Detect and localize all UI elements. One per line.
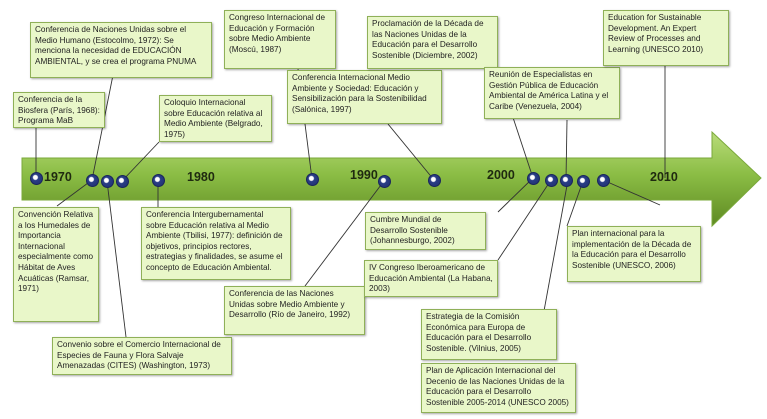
connector-venezuela [565, 119, 568, 181]
connector-habana [497, 179, 552, 261]
timeline-dot-2006[interactable] [597, 174, 610, 187]
event-text: Cumbre Mundial de Desarrollo Sostenible … [370, 215, 455, 246]
event-text: Coloquio Internacional sobre Educación r… [164, 98, 263, 139]
event-text: Reunión de Especialistas en Gestión Públ… [489, 70, 609, 111]
event-text: Convenio sobre el Comercio Internacional… [57, 340, 221, 371]
event-box-moscu-1987: Congreso Internacional de Educación y Fo… [224, 10, 336, 69]
year-1980: 1980 [187, 170, 215, 184]
year-2000: 2000 [487, 168, 515, 182]
event-box-estocolmo-1972: Conferencia de Naciones Unidas sobre el … [30, 22, 212, 78]
event-text: Plan de Aplicación Internacional del Dec… [426, 366, 569, 407]
event-text: IV Congreso Iberoamericano de Educación … [369, 263, 493, 294]
timeline-dot-2003[interactable] [545, 174, 558, 187]
event-text: Plan internacional para la implementació… [572, 229, 692, 270]
timeline-dot-1997[interactable] [428, 174, 441, 187]
event-box-venezuela-2004: Reunión de Especialistas en Gestión Públ… [484, 67, 620, 119]
timeline-dot-1975[interactable] [116, 175, 129, 188]
event-box-johannesburgo-2002: Cumbre Mundial de Desarrollo Sostenible … [365, 212, 486, 250]
event-box-belgrado-1975: Coloquio Internacional sobre Educación r… [159, 95, 272, 142]
event-box-proclamacion-2002: Proclamación de la Década de las Nacione… [367, 16, 498, 69]
event-box-biosfera-1968: Conferencia de la Biosfera (París, 1968)… [13, 92, 105, 128]
event-text: Conferencia de la Biosfera (París, 1968)… [18, 95, 100, 126]
timeline-dot-1973[interactable] [101, 175, 114, 188]
event-text: Conferencia de Naciones Unidas sobre el … [35, 25, 197, 66]
event-box-vilnius-2005: Estrategia de la Comisión Económica para… [421, 309, 557, 360]
event-box-unesco-2006: Plan internacional para la implementació… [567, 226, 701, 282]
event-text: Proclamación de la Década de las Nacione… [372, 19, 484, 60]
event-text: Convención Relativa a los Humedales de I… [18, 210, 94, 294]
connector-salonica [387, 123, 435, 181]
timeline-dot-1992[interactable] [378, 175, 391, 188]
timeline-dot-2002[interactable] [527, 172, 540, 185]
event-text: Congreso Internacional de Educación y Fo… [229, 13, 326, 54]
event-text: Conferencia Intergubernamental sobre Edu… [146, 210, 283, 272]
timeline-dot-2005[interactable] [577, 175, 590, 188]
timeline-dot-1971[interactable] [86, 174, 99, 187]
connector-johannesburgo [497, 177, 534, 213]
event-text: Conferencia de las Naciones Unidas sobre… [229, 289, 351, 320]
timeline-dot-2004[interactable] [560, 174, 573, 187]
event-box-unesco-2005: Plan de Aplicación Internacional del Dec… [421, 363, 576, 413]
event-box-cites-1973: Convenio sobre el Comercio Internacional… [52, 337, 232, 375]
year-1970: 1970 [44, 170, 72, 184]
event-box-salonica-1997: Conferencia Internacional Medio Ambiente… [287, 70, 442, 124]
timeline-dot-1987[interactable] [306, 173, 319, 186]
event-box-ramsar-1971: Convención Relativa a los Humedales de I… [13, 207, 99, 322]
event-box-unesco-2010: Education for Sustainable Development. A… [603, 10, 729, 66]
timeline-dot-1968[interactable] [30, 172, 43, 185]
year-1990: 1990 [350, 168, 378, 182]
connector-cites [106, 180, 127, 338]
year-2010: 2010 [650, 170, 678, 184]
event-box-tbilisi-1977: Conferencia Intergubernamental sobre Edu… [141, 207, 291, 280]
connector-unesco2005 [566, 180, 584, 227]
event-text: Education for Sustainable Development. A… [608, 13, 704, 54]
event-box-habana-2003: IV Congreso Iberoamericano de Educación … [364, 260, 498, 297]
event-text: Conferencia Internacional Medio Ambiente… [292, 73, 427, 114]
timeline-dot-1977[interactable] [152, 174, 165, 187]
event-box-rio-1992: Conferencia de las Naciones Unidas sobre… [224, 286, 365, 335]
event-text: Estrategia de la Comisión Económica para… [426, 312, 532, 353]
